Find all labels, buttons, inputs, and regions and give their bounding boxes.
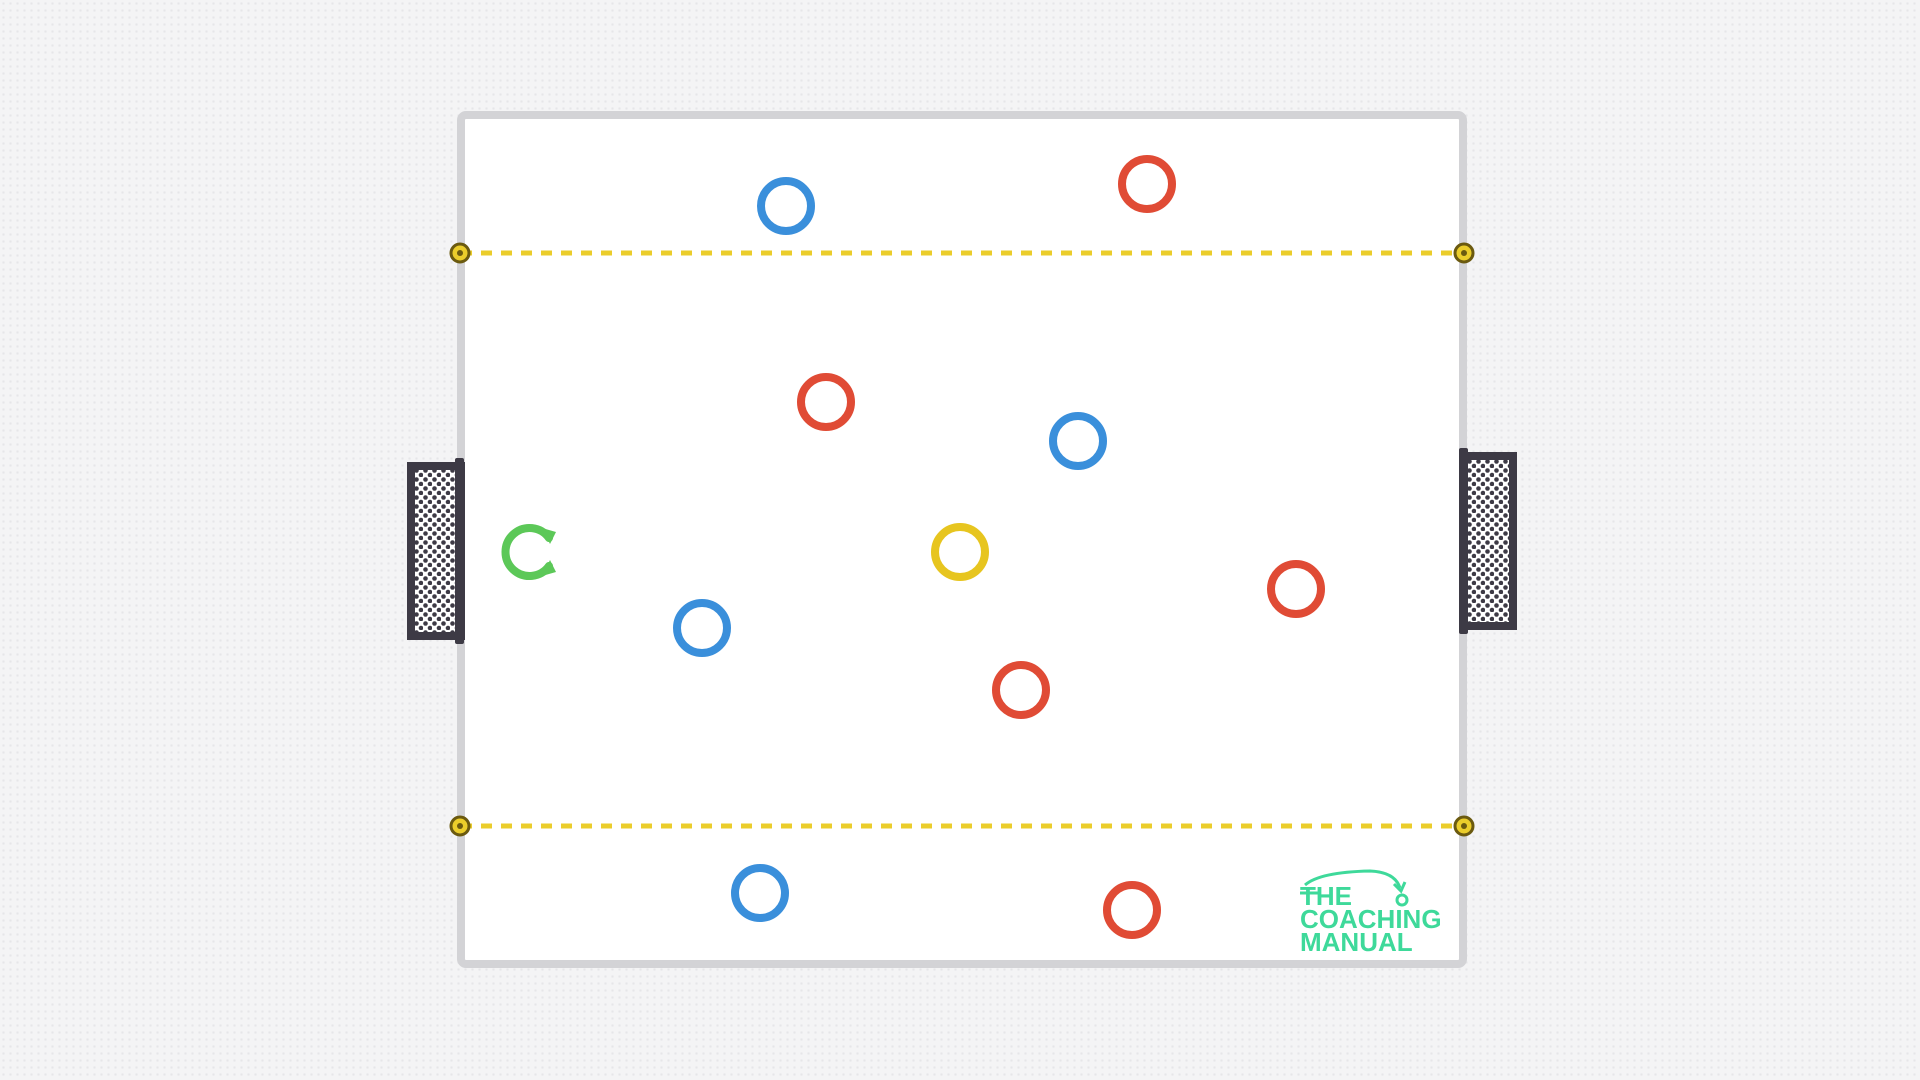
cone-bottom-right: [1453, 815, 1475, 837]
cone-top-left: [449, 242, 471, 264]
blue-player: [757, 177, 815, 235]
cone-bottom-left: [449, 815, 471, 837]
goalkeeper-rotate-icon: [501, 524, 556, 580]
blue-player: [673, 599, 731, 657]
pitch-area: [457, 111, 1467, 968]
red-player: [992, 661, 1050, 719]
left-goal: [407, 458, 465, 644]
blue-player: [731, 864, 789, 922]
cone-top-right: [1453, 242, 1475, 264]
red-player: [1267, 560, 1325, 618]
logo-line-1: THE: [1300, 881, 1352, 911]
logo-line-3: MANUAL: [1300, 927, 1413, 957]
coaching-manual-logo: THE COACHING MANUAL: [1300, 869, 1442, 957]
red-player: [1103, 881, 1161, 939]
blue-player: [1049, 412, 1107, 470]
neutral-player: [931, 523, 989, 581]
right-goal: [1459, 448, 1517, 634]
logo-line-2: COACHING: [1300, 904, 1442, 934]
red-player: [1118, 155, 1176, 213]
red-player: [797, 373, 855, 431]
